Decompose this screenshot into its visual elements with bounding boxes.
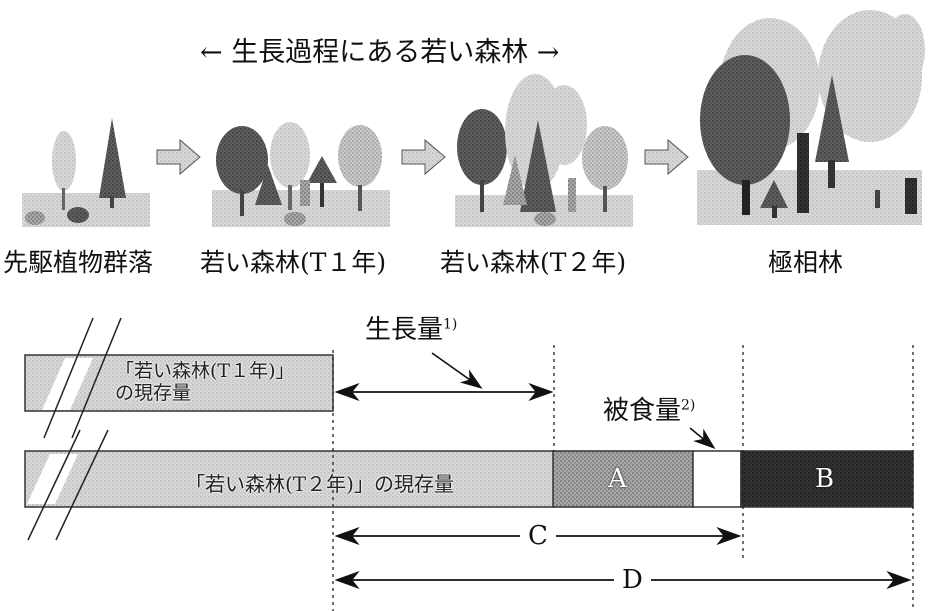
stage-label-t2: 若い森林(T２年) [440,248,627,277]
t1-stock-label: 「若い森林(T１年)」 の現存量 [115,360,295,404]
diagram-title: ← 生長過程にある若い森林 → [200,37,560,68]
young-forest-t1-illustration [212,122,390,227]
pioneer-community-illustration [22,118,150,227]
growth-label: 生長量1) [365,317,457,343]
grazing-footnote: 2) [681,397,696,414]
stage-label-t1: 若い森林(T１年) [200,248,387,277]
climax-forest-illustration [697,10,925,225]
grazing-label: 被食量2) [603,398,695,424]
growth-footnote: 1) [443,316,458,333]
segment-b-label: B [815,464,835,494]
segment-a [552,450,694,508]
guide-lines [332,345,914,611]
stage-label-pioneer: 先駆植物群落 [3,248,154,277]
growth-pointer [431,352,483,389]
t1-stock-line1: 「若い森林(T１年)」 [115,360,295,382]
arrow-stage2-to-3 [401,138,446,176]
c-dimension-label: C [520,523,556,549]
stage-label-climax: 極相林 [768,248,844,277]
segment-a-label: A [608,464,627,494]
t2-stock-label: 「若い森林(T２年)」の現存量 [185,472,454,496]
segment-b [740,450,914,508]
t1-stock-line2: の現存量 [115,382,192,404]
grazing-label-text: 被食量 [603,396,682,426]
arrow-stage1-to-2 [156,138,201,176]
arrow-stage3-to-4 [644,138,689,176]
t2-stock-bar [24,450,556,508]
growth-label-text: 生長量 [365,315,444,345]
segment-grazing [692,450,742,508]
young-forest-t2-illustration [455,74,633,227]
d-dimension-label: D [614,567,651,593]
grazing-pointer [689,427,716,450]
